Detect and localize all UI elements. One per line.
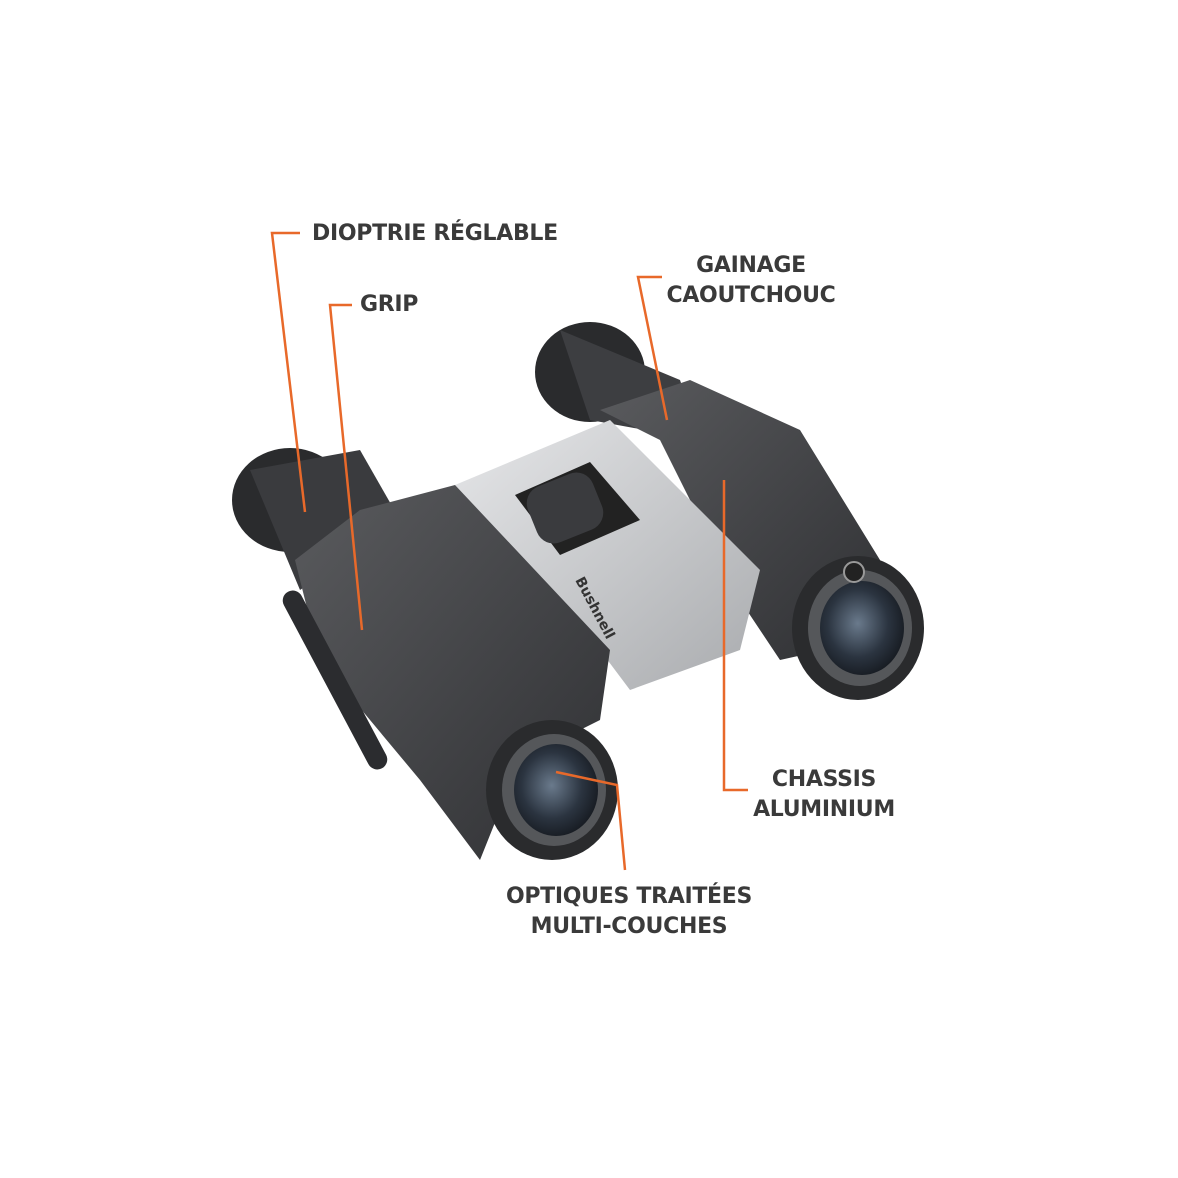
callout-optics-line1: OPTIQUES TRAITÉES (505, 884, 753, 909)
callout-chassis-line2: ALUMINIUM (753, 797, 895, 822)
right-objective-lens (792, 556, 924, 700)
callout-optics-line2: MULTI-COUCHES (530, 914, 728, 939)
left-barrel-grip (295, 485, 610, 860)
focus-wheel (515, 462, 640, 555)
callout-diopter: DIOPTRIE RÉGLABLE (312, 221, 558, 246)
grip-leader (328, 303, 364, 631)
rubber-leader (636, 275, 669, 421)
callout-rubber: GAINAGE CAOUTCHOUC (660, 251, 842, 311)
diopter-leader (270, 231, 307, 513)
callout-rubber-line2: CAOUTCHOUC (666, 283, 836, 308)
callout-grip: GRIP (360, 292, 419, 317)
left-eyepiece-diopter (232, 448, 400, 590)
callout-chassis: CHASSIS ALUMINIUM (748, 765, 900, 825)
chassis-leader (722, 480, 748, 792)
callout-rubber-line1: GAINAGE (696, 253, 806, 278)
callout-lines (270, 231, 748, 871)
left-objective-lens (486, 720, 618, 860)
optics-leader (555, 770, 627, 871)
brand-emblem (843, 561, 865, 583)
callout-optics: OPTIQUES TRAITÉES MULTI-COUCHES (500, 882, 758, 942)
grip-groove (282, 590, 388, 770)
callout-chassis-line1: CHASSIS (771, 767, 877, 792)
aluminium-bridge (455, 420, 760, 690)
